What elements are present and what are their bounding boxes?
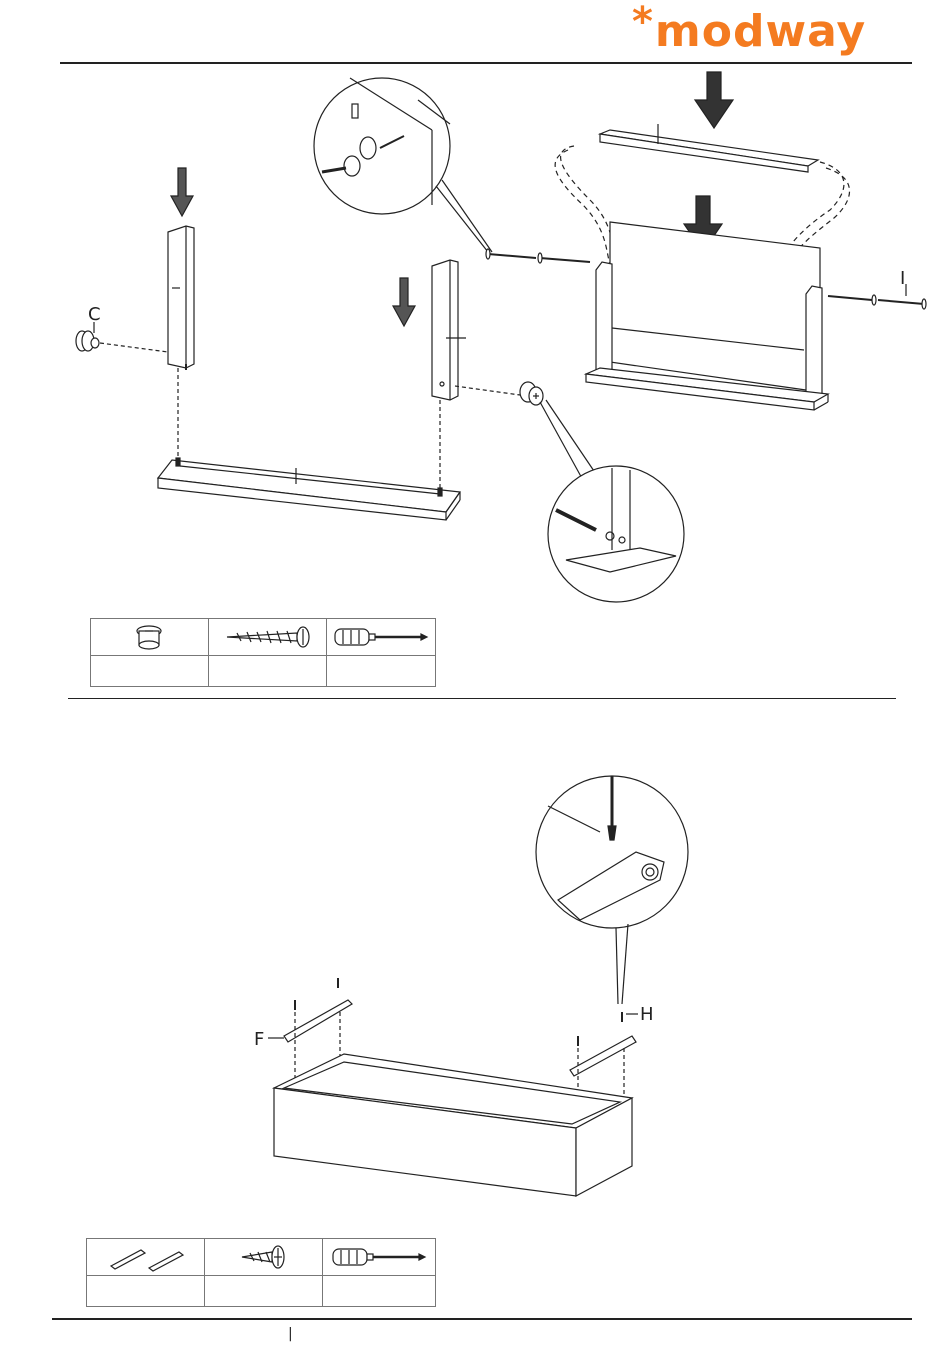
- parts-table-step2: [86, 1238, 436, 1307]
- flat-head-screw-icon: [234, 1242, 294, 1272]
- parts-cell-screwdriver: [327, 619, 436, 656]
- phillips-screwdriver-icon: [329, 1242, 429, 1272]
- parts-label-3: [327, 656, 436, 687]
- zoom-circle-bottom: [540, 400, 684, 602]
- screws-left: [486, 249, 590, 263]
- slide-rail-h: [570, 1014, 638, 1076]
- parts-label-1: [91, 656, 209, 687]
- slide-screws: [295, 978, 622, 1046]
- label-i: I: [900, 268, 905, 289]
- left-side-panel: [168, 226, 194, 370]
- parts-cell-screwdriver-2: [323, 1239, 436, 1276]
- right-side-panel: [432, 260, 520, 400]
- cam-lock-right: [520, 382, 543, 405]
- label-c: C: [88, 304, 101, 325]
- parts-label-3: [323, 1276, 436, 1307]
- cabinet-frame: [586, 222, 828, 410]
- parts-cell-wood-screw: [208, 619, 327, 656]
- parts-label-2: [205, 1276, 323, 1307]
- top-rail: [600, 124, 818, 172]
- phillips-screwdriver-icon: [331, 621, 431, 653]
- parts-cell-cam-lock: [91, 619, 209, 656]
- down-arrow-mid: [393, 278, 415, 326]
- parts-label-1: [87, 1276, 205, 1307]
- screws-right-i: [828, 284, 926, 309]
- big-arrow-top: [695, 72, 733, 128]
- label-h: H: [640, 1004, 654, 1025]
- parts-table-step1: [90, 618, 436, 687]
- cam-lock-c: [76, 322, 168, 352]
- parts-cell-slide-rails: [87, 1239, 205, 1276]
- drawer-slide-rail-icon: [101, 1242, 191, 1272]
- bottom-board: [158, 458, 460, 520]
- drawer-box: [274, 1054, 632, 1196]
- zoom-circle-top: [314, 78, 492, 252]
- parts-cell-flat-screw: [205, 1239, 323, 1276]
- label-f: F: [254, 1029, 264, 1050]
- cam-lock-icon: [129, 621, 169, 653]
- zoom-circle-slide: [536, 776, 688, 1004]
- wood-screw-icon: [217, 621, 317, 653]
- down-arrow-left: [171, 168, 193, 216]
- parts-label-2: [208, 656, 327, 687]
